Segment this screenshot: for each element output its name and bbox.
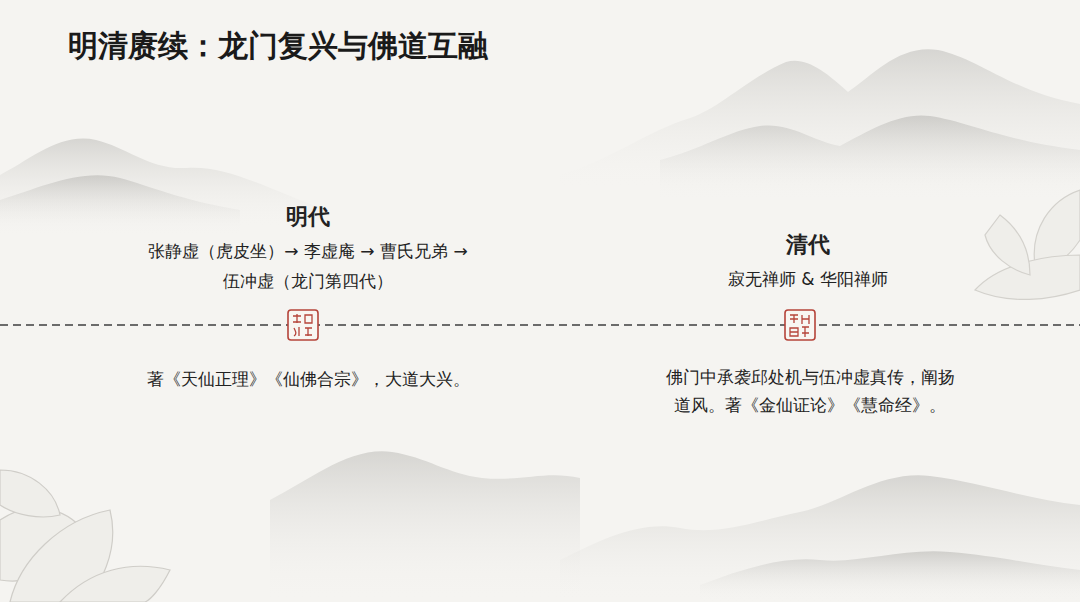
seal-stamp [785,310,815,340]
era-heading: 明代 [286,202,330,232]
era-description: 著《天仙正理》《仙佛合宗》，大道大兴。 [147,365,470,393]
lineage-text: 张静虚（虎皮坐）→ 李虚庵 → 曹氏兄弟 → 伍冲虚（龙门第四代） [147,236,470,296]
mountain [700,551,1080,602]
mountain [0,175,240,235]
timeline-dashed-line [0,324,1080,326]
slide-title: 明清赓续：龙门复兴与佛道互融 [68,26,488,67]
mountain [660,115,1080,200]
lotus-decoration [975,190,1080,299]
masters-text: 寂无禅师 & 华阳禅师 [728,265,888,293]
mountain [270,451,580,602]
era-heading: 清代 [786,230,830,260]
mountain [560,475,1080,602]
lotus-decoration [0,470,170,602]
era-description: 佛门中承袭邱处机与伍冲虚真传，阐扬 道风。著《金仙证论》《慧命经》。 [664,363,956,419]
seal-stamp [288,310,318,340]
